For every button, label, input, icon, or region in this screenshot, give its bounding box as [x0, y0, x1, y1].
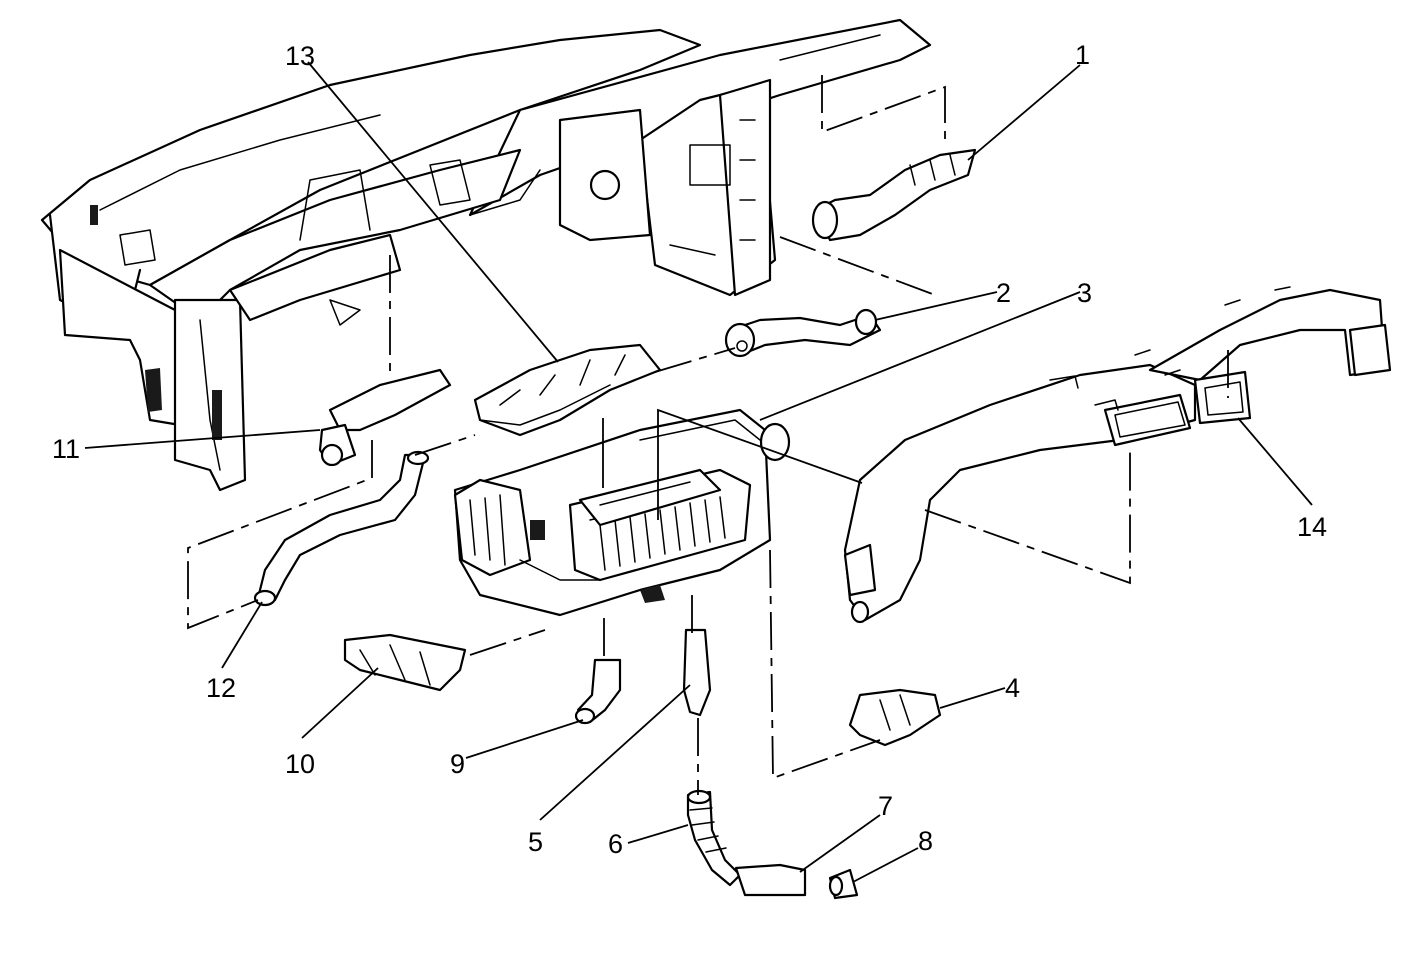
callout-4: 4 [1005, 673, 1020, 703]
callout-labels: 1 2 3 4 5 6 7 8 9 10 11 12 13 14 [52, 40, 1327, 859]
callout-10: 10 [285, 749, 315, 779]
callout-9: 9 [450, 749, 465, 779]
callout-3: 3 [1077, 278, 1092, 308]
callout-5: 5 [528, 827, 543, 857]
part-7-duct-extension [734, 863, 807, 897]
part-5-duct-tube [682, 628, 712, 717]
callout-7: 7 [878, 791, 893, 821]
assembly-lines [187, 75, 1229, 795]
instrument-panel-carrier [40, 18, 932, 492]
part-8-outlet-cap [828, 868, 859, 900]
part-9-drain-hose [574, 658, 622, 725]
part-10-bracket-duct [343, 633, 467, 692]
part-3-floor-duct [843, 363, 1197, 624]
part-13-defroster-duct [473, 343, 662, 437]
part-1-duct [811, 148, 977, 242]
callout-2: 2 [996, 278, 1011, 308]
callout-13: 13 [285, 41, 315, 71]
part-11-side-outlet [318, 368, 452, 467]
callout-14: 14 [1297, 512, 1327, 542]
part-12-hose [253, 450, 430, 607]
part-6-flex-duct [686, 789, 742, 887]
callout-8: 8 [918, 826, 933, 856]
hvac-module [453, 408, 791, 617]
callout-6: 6 [608, 829, 623, 859]
leader-lines [84, 61, 1313, 883]
part-2-hose [724, 308, 882, 358]
callout-11: 11 [52, 434, 80, 464]
part-14-outlet-duct [1134, 286, 1392, 425]
part-4-outlet [848, 688, 942, 747]
callout-1: 1 [1075, 40, 1090, 70]
callout-12: 12 [206, 673, 236, 703]
